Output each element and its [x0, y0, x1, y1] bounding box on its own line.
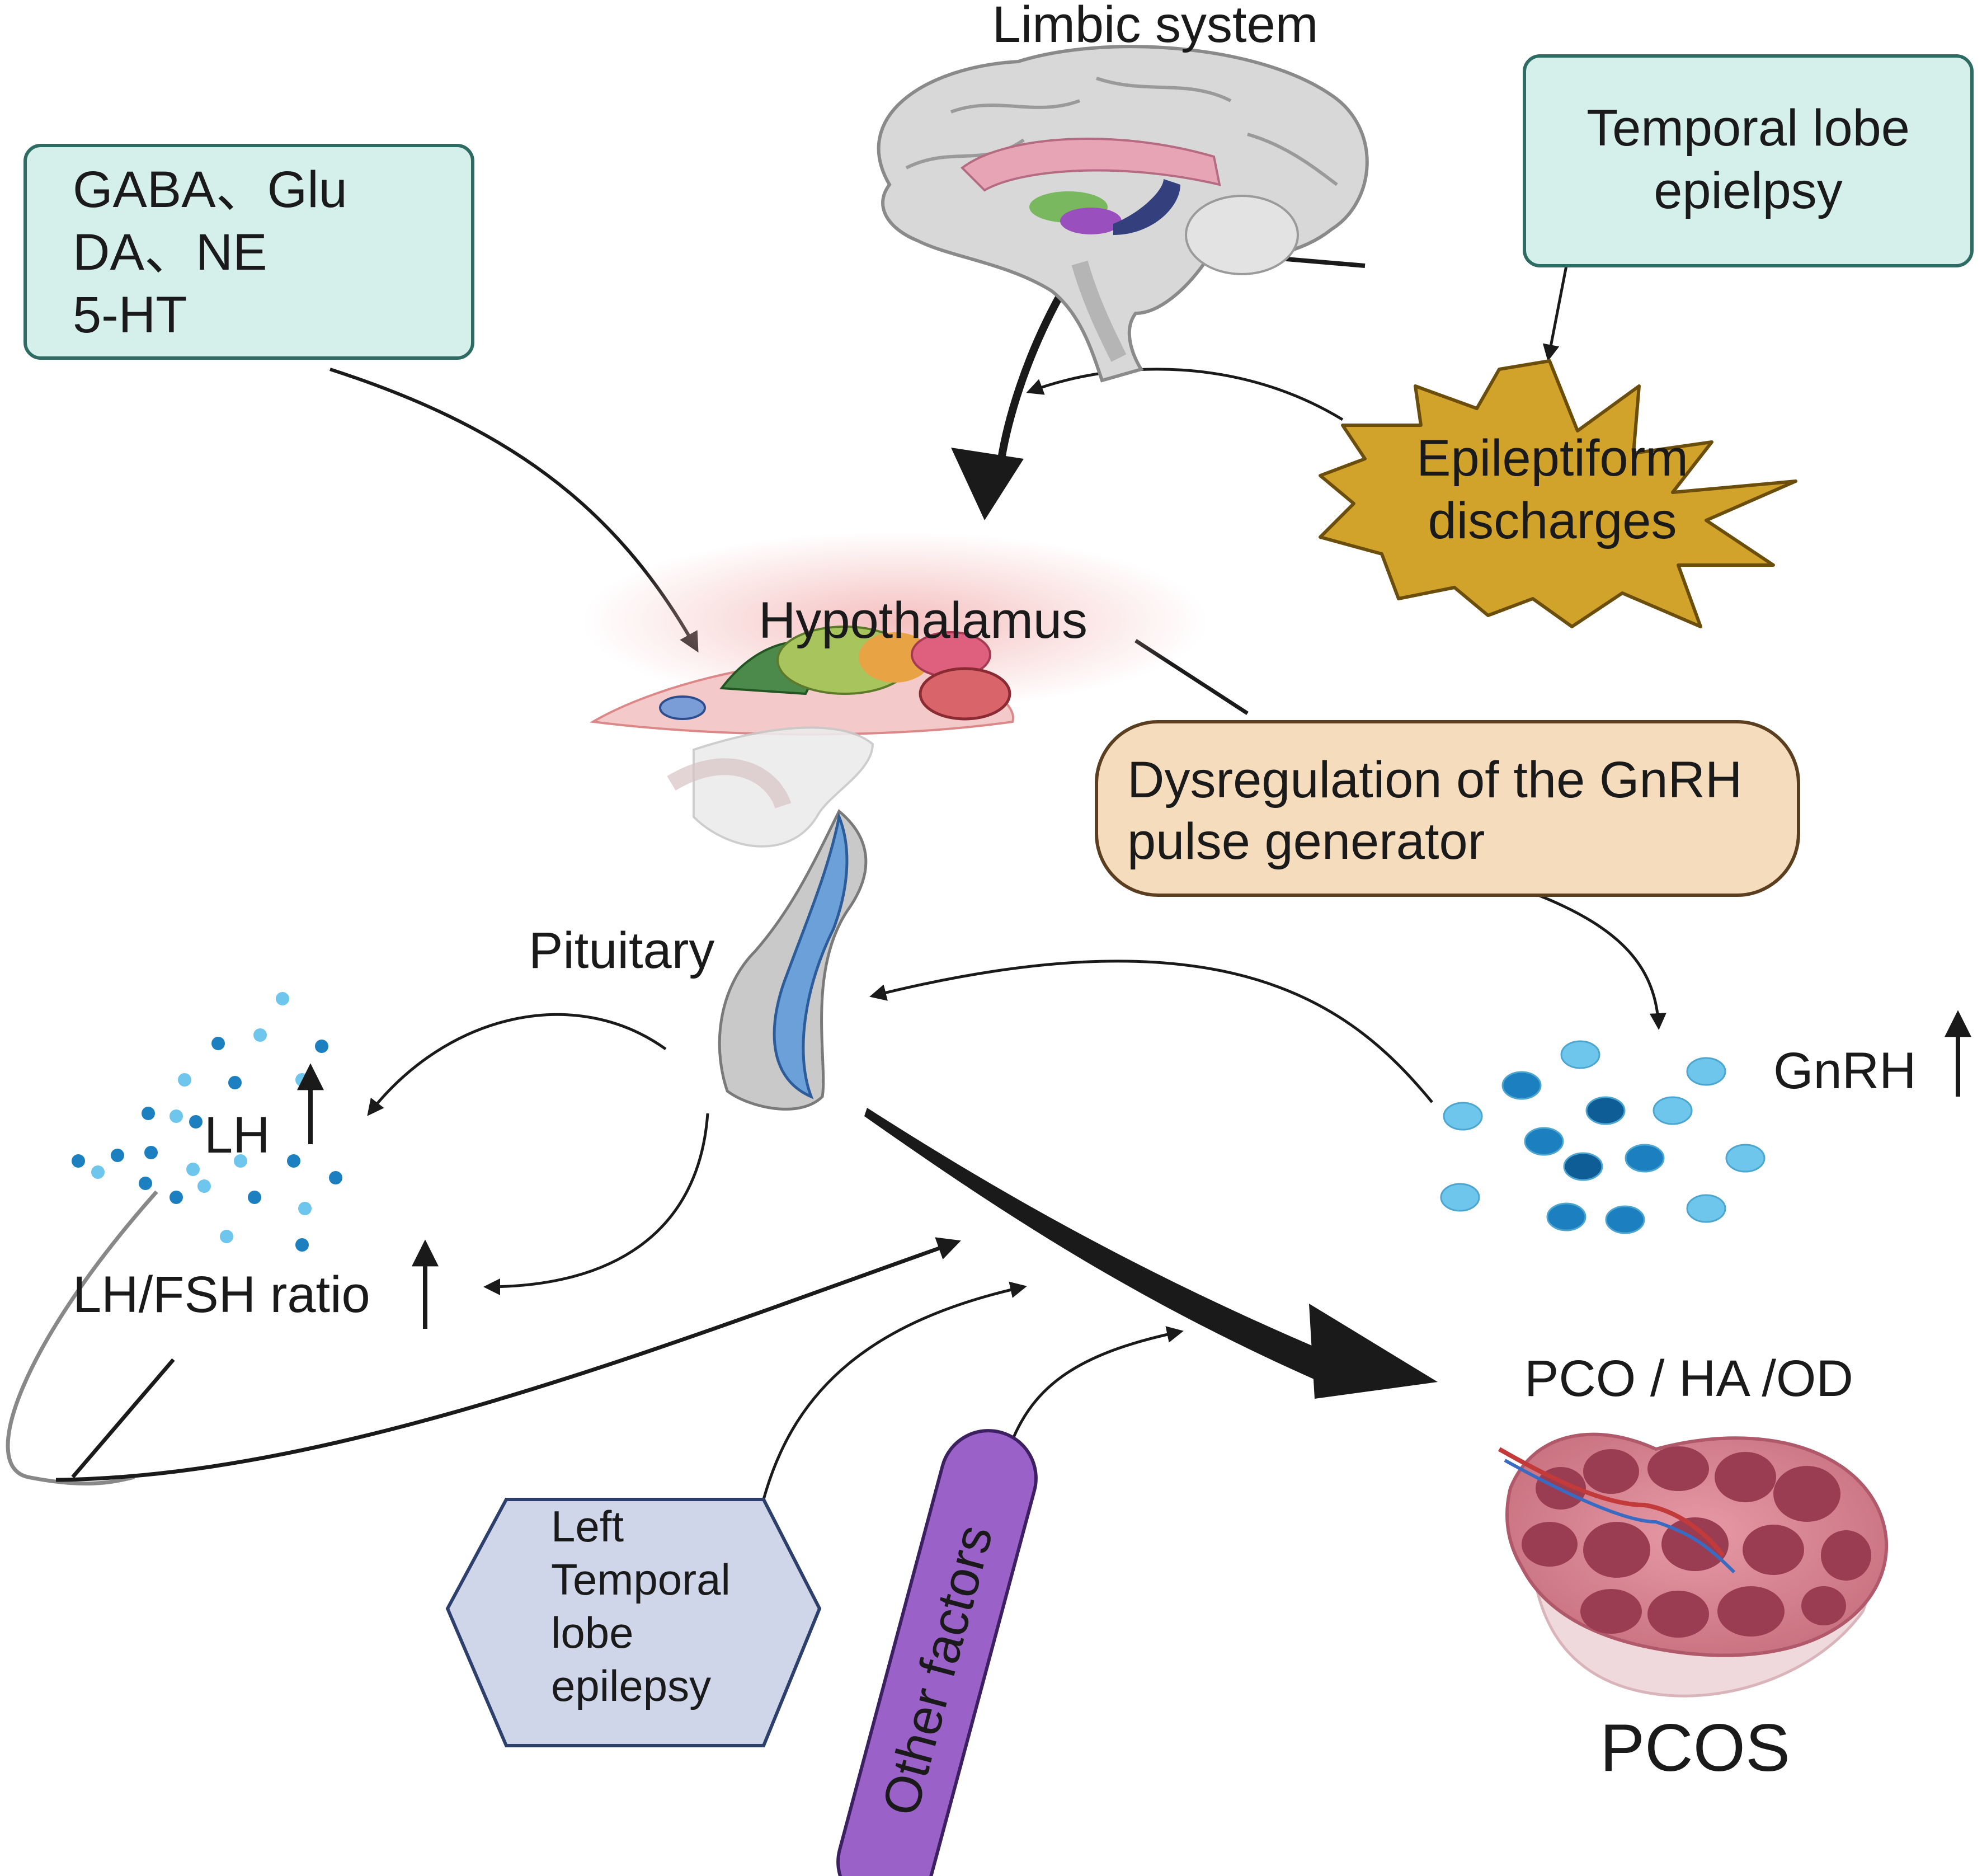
- svg-text:DA、NE: DA、NE: [73, 224, 267, 281]
- svg-text:epielpsy: epielpsy: [1654, 162, 1843, 219]
- arrow-loop-to-pcos-path: [55, 1237, 961, 1482]
- neurotransmitter-line-1: GABA、Glu: [73, 161, 347, 218]
- lh-dots: [72, 992, 342, 1252]
- arrow-discharges-to-limbic: [1026, 368, 1344, 421]
- hormone-dots-icon: [72, 992, 1766, 1252]
- left-temporal-line-1: Left: [551, 1502, 624, 1551]
- temporal-box-line-1: Temporal lobe: [1586, 100, 1910, 157]
- connectors: [6, 244, 1666, 1500]
- hypothalamus-label: Hypothalamus: [759, 592, 1087, 649]
- arrow-gnrh-to-pituitary: [869, 960, 1433, 1103]
- pituitary-to-pcos-arrow: [864, 1108, 1438, 1399]
- neurotransmitters-box: GABA、Glu DA、NE 5-HT: [23, 144, 474, 360]
- svg-text:Temporal lobe: Temporal lobe: [1586, 100, 1910, 157]
- gnrh-label: GnRH: [1773, 1042, 1917, 1099]
- arrow-other-factors-to-pcos-path: [1005, 1326, 1184, 1455]
- pcos-label: PCOS: [1600, 1710, 1790, 1785]
- dysregulation-box: Dysregulation of the GnRH pulse generato…: [1095, 720, 1800, 897]
- brain-icon: [877, 45, 1369, 383]
- limbic-system-label: Limbic system: [992, 0, 1319, 53]
- temporal-lobe-epilepsy-box: Temporal lobe epielpsy: [1523, 54, 1974, 267]
- hypothalamus-icon: [582, 532, 1208, 848]
- lh-fsh-ratio-label: LH/FSH ratio: [73, 1266, 370, 1323]
- left-temporal-line-2: Temporal: [551, 1555, 731, 1604]
- limbic-to-hypothalamus-arrow: [951, 283, 1070, 520]
- discharges-line-2: discharges: [1428, 492, 1677, 549]
- left-temporal-lobe-epilepsy-hexagon: Left Temporal lobe epilepsy: [445, 1498, 822, 1747]
- dysregulation-line-2: pulse generator: [1127, 813, 1485, 870]
- svg-text:Temporal: Temporal: [551, 1555, 731, 1604]
- loop-line-lh: [6, 1190, 158, 1486]
- epileptiform-discharges-starburst: Epileptiform discharges: [1319, 359, 1797, 628]
- left-temporal-line-3: lobe: [551, 1608, 633, 1657]
- pituitary-label: Pituitary: [529, 922, 714, 979]
- gnrh-dots: [1440, 1040, 1766, 1234]
- pco-ha-od-label: PCO / HA /OD: [1524, 1350, 1853, 1407]
- ovary-icon: [1498, 1432, 1889, 1698]
- svg-text:discharges: discharges: [1428, 492, 1677, 549]
- svg-text:epilepsy: epilepsy: [551, 1661, 711, 1710]
- increase-arrows: [297, 1010, 1971, 1329]
- arrow-left-temporal-to-pcos-path: [762, 1281, 1027, 1500]
- svg-text:5-HT: 5-HT: [73, 286, 187, 344]
- arrow-pituitary-to-lh: [367, 1013, 667, 1116]
- other-factors-pill: Other factors: [836, 1429, 1038, 1876]
- dysregulation-line-1: Dysregulation of the GnRH: [1127, 751, 1742, 808]
- svg-text:pulse generator: pulse generator: [1127, 813, 1485, 870]
- svg-text:Epileptiform: Epileptiform: [1416, 430, 1688, 487]
- arrow-temporal-to-discharges: [1542, 265, 1568, 361]
- loop-line-lhfsh: [71, 1358, 175, 1479]
- svg-text:Left: Left: [551, 1502, 624, 1551]
- pituitary-icon: [718, 809, 868, 1111]
- cingulate-arch: [960, 138, 1221, 192]
- neurotransmitter-line-3: 5-HT: [73, 286, 187, 344]
- lh-label: LH: [204, 1107, 270, 1164]
- svg-text:lobe: lobe: [551, 1608, 633, 1657]
- left-temporal-line-4: epilepsy: [551, 1661, 711, 1710]
- svg-text:GABA、Glu: GABA、Glu: [73, 161, 347, 218]
- arrow-dysregulation-to-gnrh: [1538, 894, 1666, 1030]
- neurotransmitter-line-2: DA、NE: [73, 224, 267, 281]
- arrow-pituitary-to-lhfsh: [483, 1113, 709, 1295]
- svg-text:Dysregulation of the GnRH: Dysregulation of the GnRH: [1127, 751, 1742, 808]
- temporal-box-line-2: epielpsy: [1654, 162, 1843, 219]
- discharges-line-1: Epileptiform: [1416, 430, 1688, 487]
